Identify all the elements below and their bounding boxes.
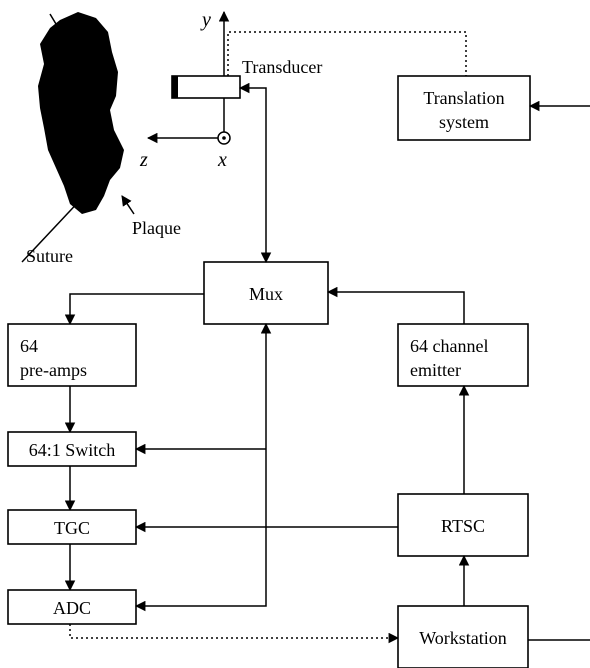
preamps-label-line2: pre-amps bbox=[20, 360, 87, 380]
z-axis-label: z bbox=[139, 149, 148, 171]
x-axis-label: x bbox=[217, 149, 227, 171]
tgc-label: TGC bbox=[54, 518, 90, 538]
specimen-pointer-line bbox=[49, 13, 63, 35]
mux-transducer-link bbox=[238, 82, 272, 264]
switch-box bbox=[7, 431, 137, 467]
y-axis-label: y bbox=[200, 9, 211, 31]
workstation-box bbox=[397, 605, 529, 668]
preamps-box bbox=[7, 323, 137, 387]
emitter-to-mux bbox=[326, 286, 465, 324]
suture-pointer bbox=[21, 195, 85, 263]
transducer-label: Transducer bbox=[242, 57, 322, 77]
emitter-label-line2: emitter bbox=[410, 360, 461, 380]
transducer-box bbox=[171, 75, 241, 99]
transducer-face bbox=[172, 76, 178, 98]
adc-to-workstation bbox=[69, 624, 400, 644]
plaque-pointer bbox=[121, 195, 135, 215]
emitter-box bbox=[397, 323, 529, 387]
workstation-label: Workstation bbox=[419, 628, 507, 648]
rtsc-label: RTSC bbox=[441, 516, 485, 536]
suture-label: Suture bbox=[26, 246, 73, 266]
mux-to-preamps bbox=[64, 293, 204, 326]
specimen-blob bbox=[38, 12, 124, 214]
translation-label-line2: system bbox=[439, 112, 489, 132]
emitter-label-line1: 64 channel bbox=[410, 336, 488, 356]
translation-label-line1: Translation bbox=[423, 88, 504, 108]
translation-link-dotted bbox=[227, 31, 467, 76]
preamps-label-line1: 64 bbox=[20, 336, 38, 356]
mux-label: Mux bbox=[249, 284, 283, 304]
x-axis-dot bbox=[222, 136, 226, 140]
switch-label: 64:1 Switch bbox=[29, 440, 116, 460]
mux-adc-link bbox=[134, 322, 272, 612]
plaque-label: Plaque bbox=[132, 218, 181, 238]
tgc-box bbox=[7, 509, 137, 545]
translation-system-box bbox=[397, 75, 531, 141]
adc-label: ADC bbox=[53, 598, 91, 618]
